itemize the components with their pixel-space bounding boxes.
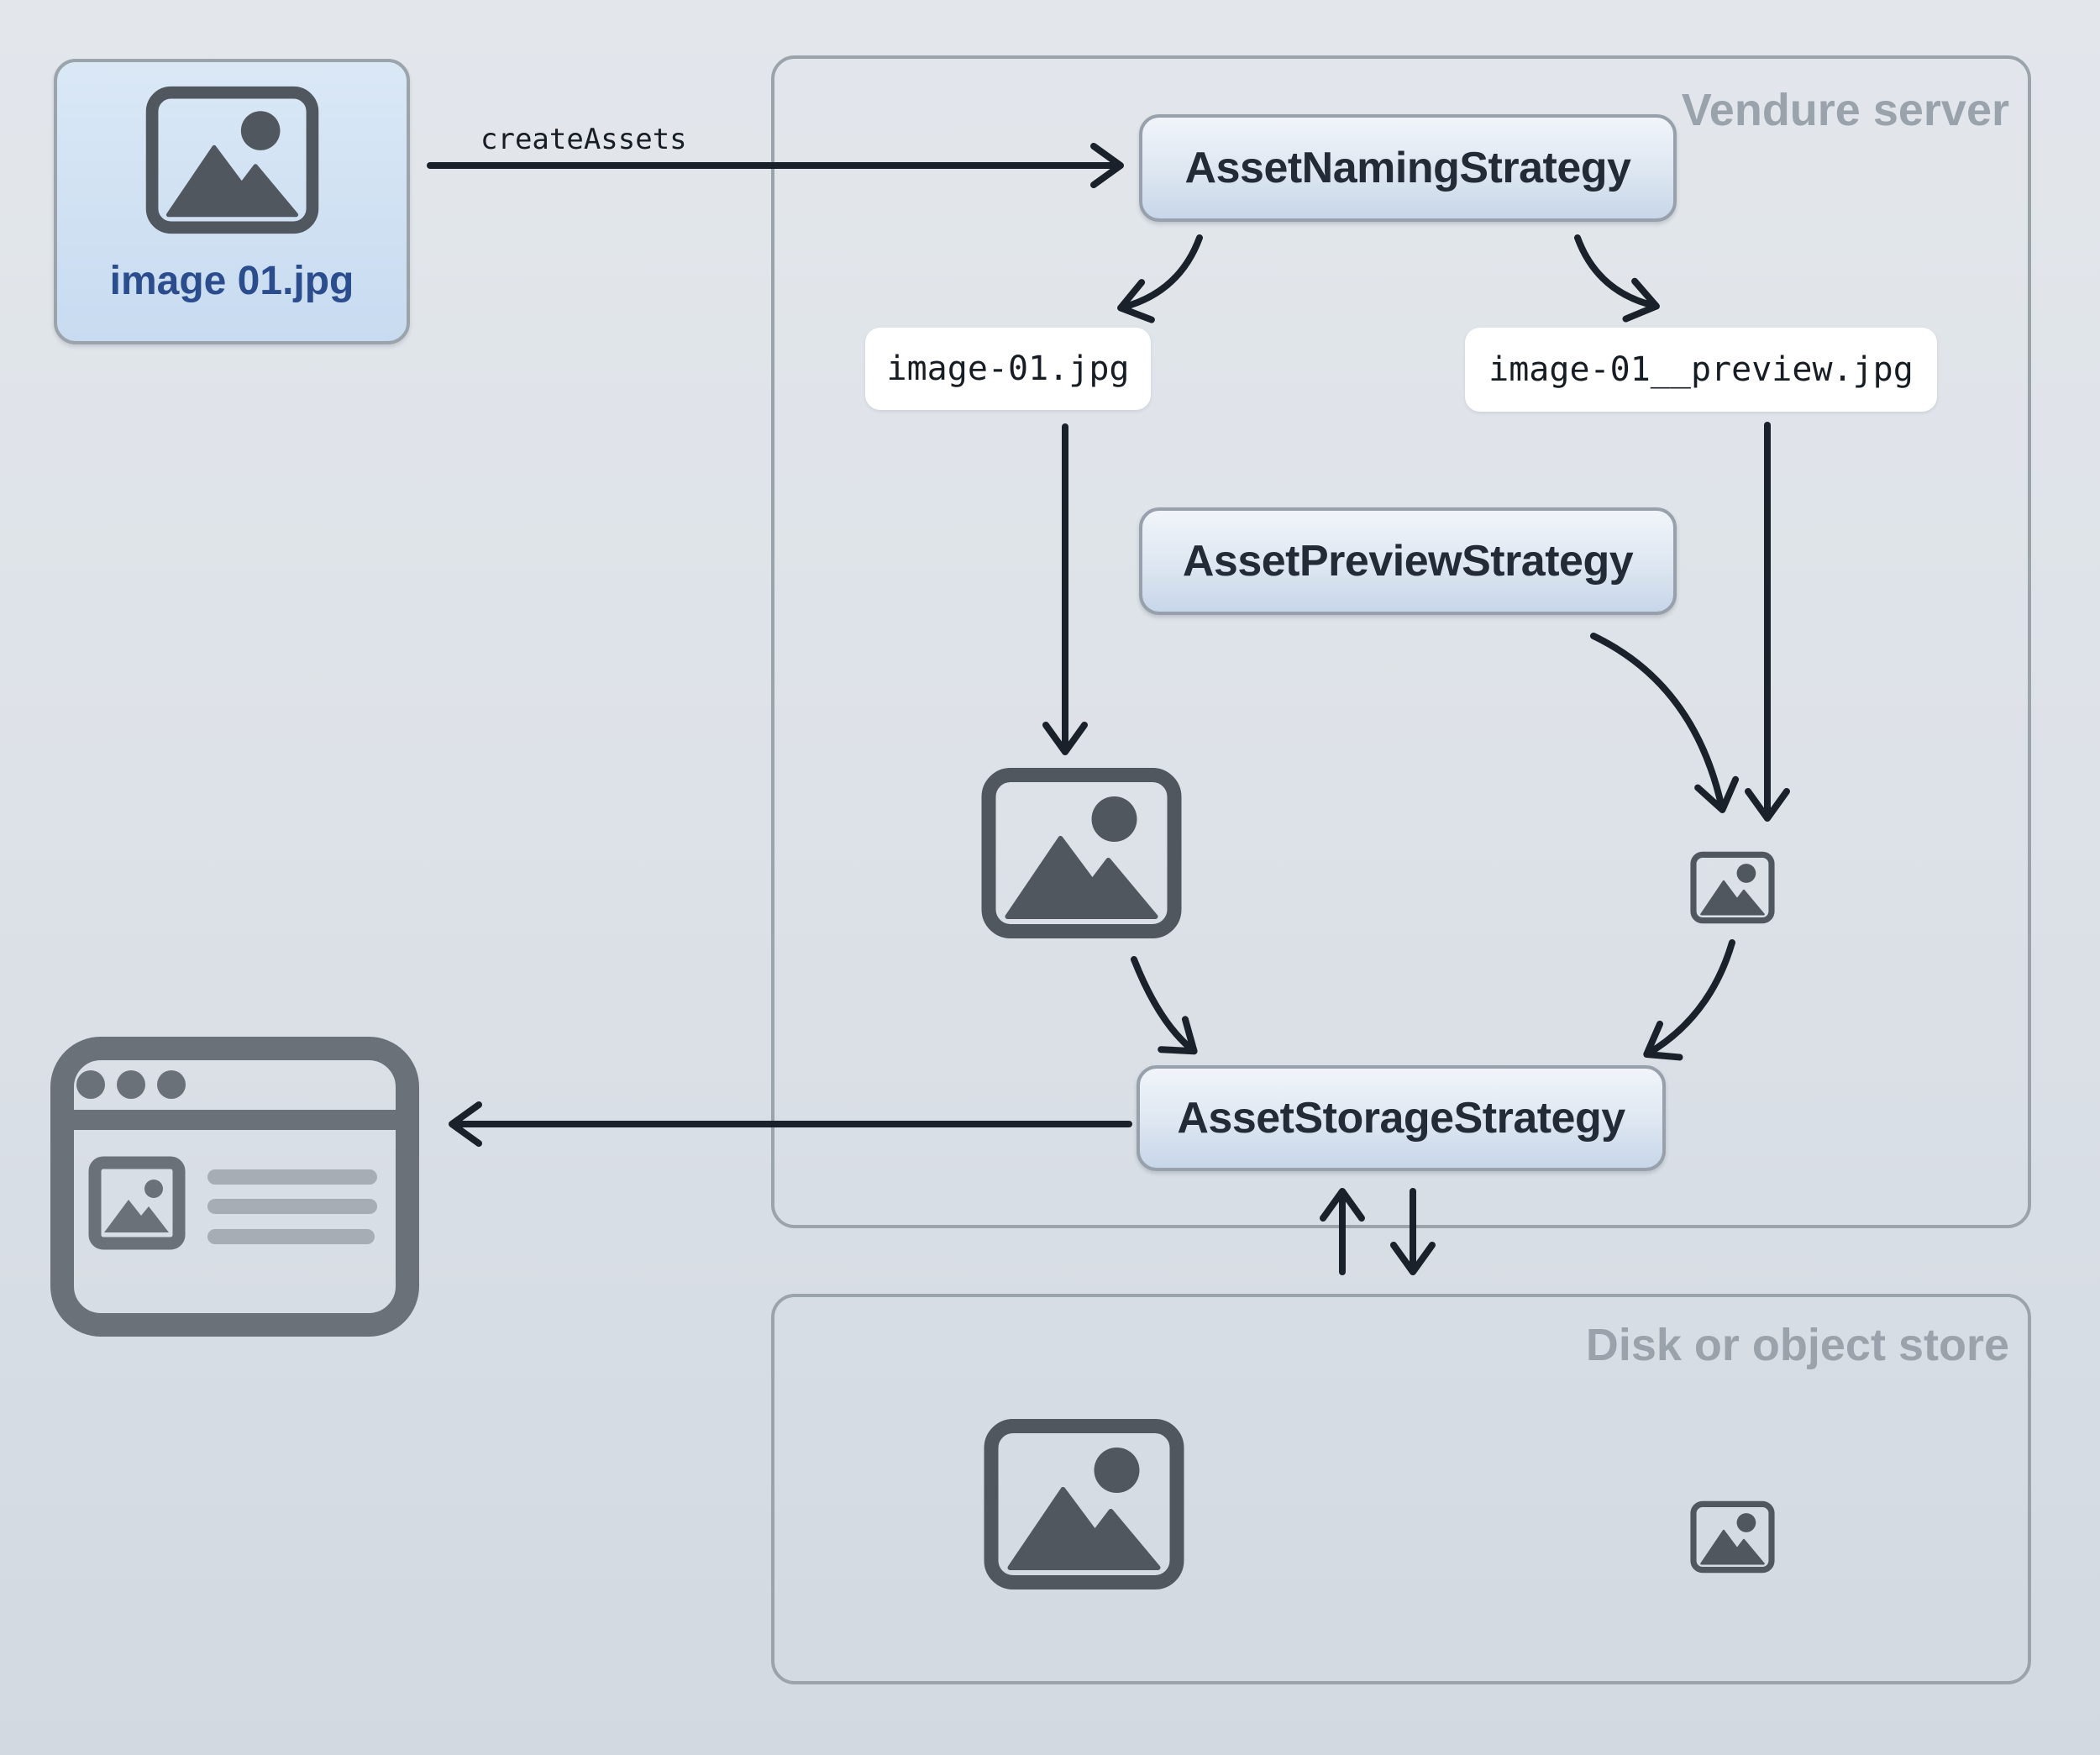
- asset-preview-strategy-label: AssetPreviewStrategy: [1182, 537, 1634, 586]
- image-icon-disk-preview: [1693, 1504, 1772, 1569]
- asset-storage-strategy-button: AssetStorageStrategy: [1137, 1065, 1666, 1171]
- disk-store-container: Disk or object store: [771, 1294, 2031, 1684]
- file-label-preview-text: image-01__preview.jpg: [1488, 350, 1914, 389]
- create-assets-label: createAssets: [480, 123, 687, 156]
- arrow-image-to-storage: [1131, 956, 1198, 1055]
- arrow-preview-image-to-storage: [1643, 939, 1735, 1061]
- image-icon-vendure-preview: [1693, 854, 1772, 920]
- asset-naming-strategy-button: AssetNamingStrategy: [1139, 114, 1677, 222]
- browser-thumbnail-icon: [88, 1156, 186, 1250]
- browser-text-lines: [207, 1169, 377, 1244]
- browser-dots-icon: [76, 1070, 186, 1099]
- vendure-server-title: Vendure server: [1681, 85, 2009, 135]
- file-label-original-text: image-01.jpg: [886, 349, 1130, 388]
- image-icon-vendure-original: [989, 775, 1174, 932]
- file-label-preview: image-01__preview.jpg: [1465, 328, 1937, 412]
- disk-store-title: Disk or object store: [1585, 1320, 2009, 1370]
- vendure-server-container: Vendure server: [771, 55, 2031, 1228]
- source-image-label: image 01.jpg: [109, 259, 354, 303]
- asset-preview-strategy-button: AssetPreviewStrategy: [1139, 507, 1677, 615]
- image-icon-source: [144, 86, 321, 234]
- asset-storage-strategy-label: AssetStorageStrategy: [1177, 1094, 1625, 1143]
- arrow-preview-strategy-to-image: [1590, 633, 1740, 813]
- file-label-original: image-01.jpg: [865, 328, 1151, 410]
- image-icon-disk-original: [991, 1427, 1177, 1583]
- browser-window-icon: [50, 1037, 419, 1337]
- arrow-naming-to-original-label: [1117, 234, 1203, 323]
- arrow-naming-to-preview-label: [1574, 234, 1660, 323]
- browser-frame: [50, 1037, 419, 1337]
- asset-naming-strategy-label: AssetNamingStrategy: [1184, 144, 1631, 192]
- source-image-box: image 01.jpg: [54, 59, 410, 344]
